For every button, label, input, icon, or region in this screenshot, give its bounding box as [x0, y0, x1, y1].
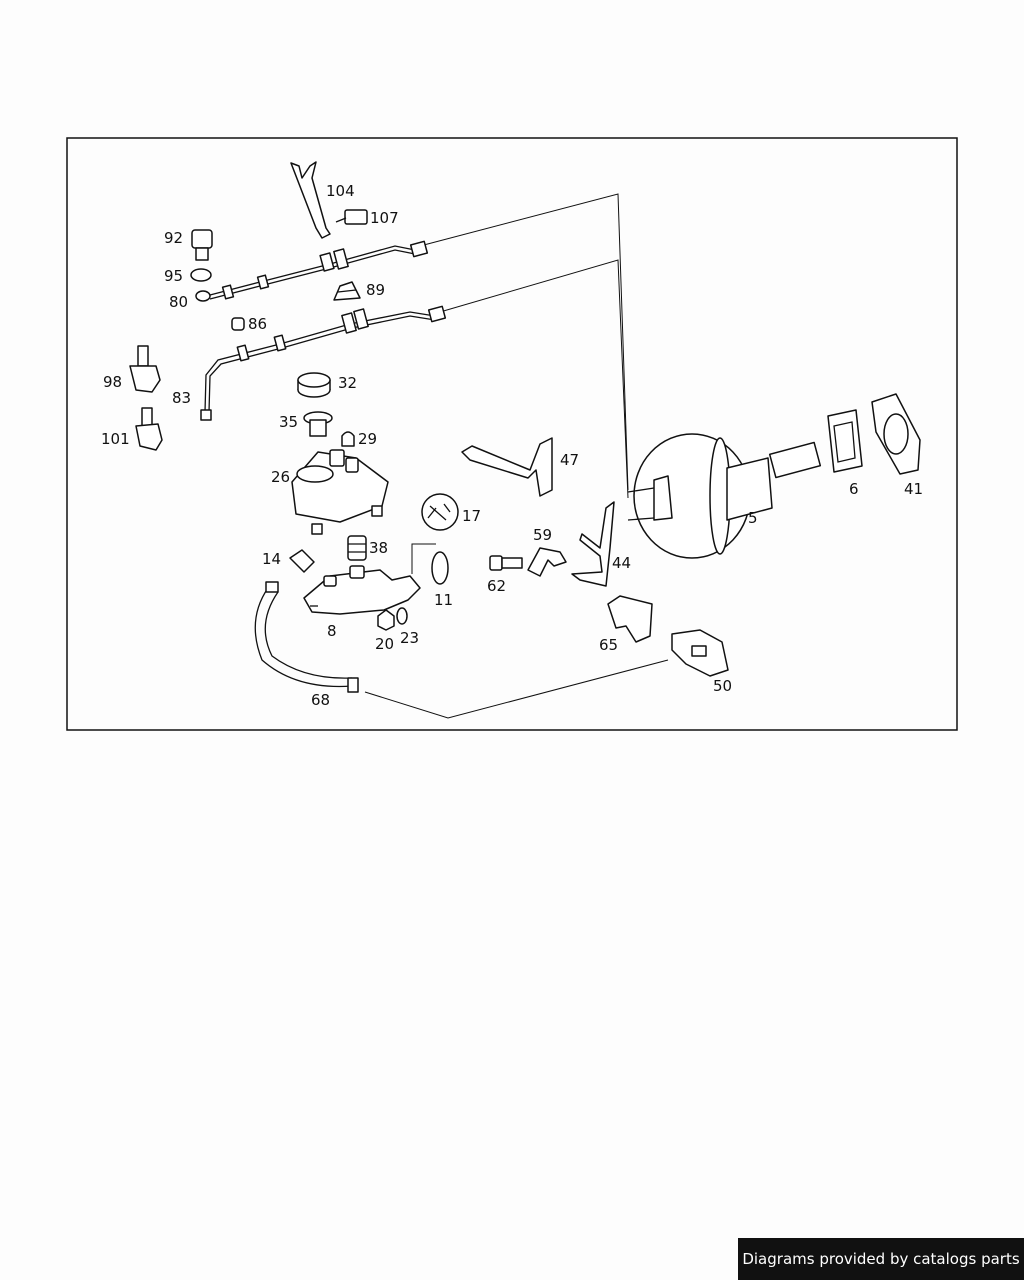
label-47: 47 [560, 451, 579, 469]
label-107: 107 [370, 209, 399, 227]
label-8: 8 [327, 622, 337, 640]
label-38: 38 [369, 539, 388, 557]
vacuum-hose-68-icon [254, 581, 359, 693]
plug-29-icon [341, 431, 355, 447]
reservoir-26-icon [291, 449, 389, 535]
brake-booster-5-icon [627, 433, 822, 559]
label-5: 5 [748, 509, 758, 527]
flange-41-icon [871, 393, 921, 475]
label-83: 83 [172, 389, 191, 407]
label-98: 98 [103, 373, 122, 391]
label-80: 80 [169, 293, 188, 311]
label-89: 89 [366, 281, 385, 299]
bracket-47-icon [461, 437, 553, 497]
reservoir-cap-32-icon [297, 372, 331, 398]
clamp-59-icon [527, 547, 567, 577]
boot-89-icon [333, 281, 361, 301]
cap-14-icon [289, 549, 315, 573]
label-6: 6 [849, 480, 859, 498]
diagram-border [66, 137, 958, 731]
label-41: 41 [904, 480, 923, 498]
bolt-107-icon [335, 209, 368, 225]
grommet-86-icon [231, 317, 245, 331]
washer-23-icon [396, 607, 408, 625]
label-26: 26 [271, 468, 290, 486]
label-86: 86 [248, 315, 267, 333]
washer-95-icon [190, 268, 212, 282]
seal-38-icon [347, 535, 367, 561]
gasket-6-icon [827, 409, 863, 473]
nut-20-icon [377, 609, 395, 631]
master-cylinder-8-icon [303, 565, 421, 615]
label-20: 20 [375, 635, 394, 653]
label-65: 65 [599, 636, 618, 654]
grommet-65-icon [607, 595, 653, 643]
credit-text: Diagrams provided by catalogs parts [742, 1250, 1020, 1268]
label-92: 92 [164, 229, 183, 247]
fitting-101-icon [135, 407, 163, 451]
label-104: 104 [326, 182, 355, 200]
leader-line-bottom [364, 659, 669, 719]
bolt-62-icon [489, 555, 523, 571]
label-44: 44 [612, 554, 631, 572]
bracket-104-icon [290, 161, 331, 239]
leader-line-top [419, 193, 629, 491]
label-62: 62 [487, 577, 506, 595]
leader-line-mid [439, 259, 629, 499]
label-17: 17 [462, 507, 481, 525]
label-95: 95 [164, 267, 183, 285]
label-59: 59 [533, 526, 552, 544]
vacuum-valve-50-icon [671, 629, 729, 677]
fitting-98-icon [129, 345, 161, 393]
label-50: 50 [713, 677, 732, 695]
clip-35-icon [303, 411, 333, 437]
label-35: 35 [279, 413, 298, 431]
service-symbol-17-icon [421, 493, 459, 531]
label-68: 68 [311, 691, 330, 709]
brake-line-83-icon [200, 305, 447, 421]
brake-line-80-icon [195, 240, 429, 302]
bracket-44-icon [571, 501, 615, 587]
label-29: 29 [358, 430, 377, 448]
label-101: 101 [101, 430, 130, 448]
label-32: 32 [338, 374, 357, 392]
credit-banner: Diagrams provided by catalogs parts [738, 1238, 1024, 1280]
leader-17-11 [411, 543, 436, 574]
label-23: 23 [400, 629, 419, 647]
banjo-bolt-92-icon [191, 229, 213, 261]
o-ring-11-icon [431, 551, 449, 585]
label-14: 14 [262, 550, 281, 568]
label-11: 11 [434, 591, 453, 609]
